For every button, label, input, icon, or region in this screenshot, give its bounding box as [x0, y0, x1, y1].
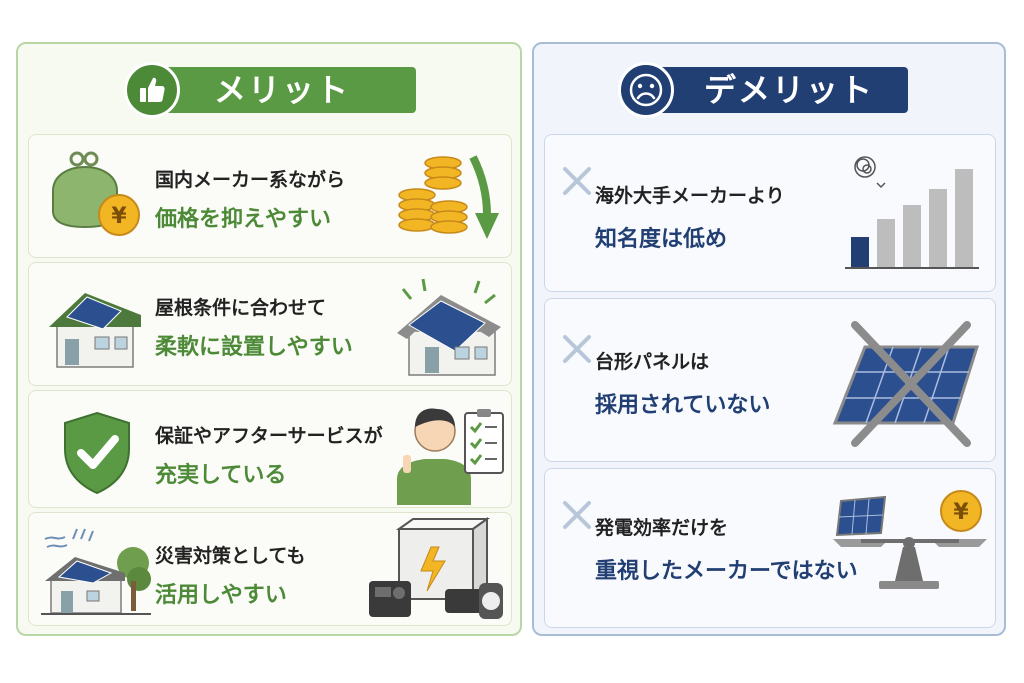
wallet-icon: ¥ [52, 151, 140, 236]
merit-item-line2: 充実している [155, 463, 287, 488]
demerit-header-bar [642, 67, 908, 113]
merit-header: メリット [124, 62, 416, 118]
merit-item-line1: 保証やアフターサービスが [155, 425, 383, 447]
house-storm-tree-icon [41, 528, 151, 615]
demerit-item-trapezoid: 台形パネルは 採用されていない [544, 298, 996, 462]
demerit-item-line1: 海外大手メーカーより [595, 185, 785, 207]
demerit-item-line2: 重視したメーカーではない [595, 559, 858, 584]
demerit-header: デメリット [618, 62, 910, 118]
merit-item-line1: 災害対策としても [155, 545, 306, 567]
bar-chart-low-icon [845, 156, 979, 269]
crossed-out-solar-panel-icon [832, 321, 980, 447]
merit-item-line2: 活用しやすい [155, 583, 287, 608]
thumbs-up-icon [124, 62, 180, 118]
demerit-item-efficiency: 発電効率だけを 重視したメーカーではない ¥ [544, 468, 996, 628]
portable-battery-icon [369, 517, 503, 619]
demerit-item-line2: 知名度は低め [595, 227, 728, 252]
demerit-panel: デメリット 海外大手メーカーより 知名度は低め 台形パネルは 採 [532, 42, 1006, 636]
merit-item-disaster: 災害対策としても 活用しやすい [28, 512, 512, 626]
balance-scale-icon: ¥ [833, 490, 987, 589]
merit-item-warranty: 保証やアフターサービスが 充実している [28, 390, 512, 508]
cross-icon [563, 335, 591, 363]
merit-item-line1: 屋根条件に合わせて [155, 297, 327, 319]
merit-header-bar [148, 67, 416, 113]
sad-face-icon [618, 62, 674, 118]
demerit-item-recognition: 海外大手メーカーより 知名度は低め [544, 134, 996, 292]
house-solar-sparkle-icon [397, 278, 501, 376]
merit-item-line2: 価格を抑えやすい [155, 207, 332, 232]
shield-check-icon [64, 411, 130, 495]
demerit-title: デメリット [704, 71, 875, 109]
cross-icon [563, 167, 591, 195]
merit-item-line1: 国内メーカー系ながら [155, 169, 346, 191]
coins-down-arrow-icon [398, 155, 499, 239]
yen-symbol: ¥ [953, 500, 969, 525]
demerit-item-line1: 台形パネルは [595, 351, 710, 373]
merit-title: メリット [214, 71, 351, 109]
cross-icon [563, 501, 591, 529]
merit-item-flexible: 屋根条件に合わせて 柔軟に設置しやすい [28, 262, 512, 386]
merit-panel: メリット ¥ 国内メーカー系ながら 価格を抑えやすい [16, 42, 522, 636]
support-staff-clipboard-icon [397, 408, 504, 505]
merit-item-line2: 柔軟に設置しやすい [155, 335, 353, 360]
demerit-item-line2: 採用されていない [595, 393, 771, 418]
merit-item-price: ¥ 国内メーカー系ながら 価格を抑えやすい [28, 134, 512, 258]
house-solar-icon [49, 293, 141, 368]
demerit-item-line1: 発電効率だけを [595, 517, 729, 539]
yen-symbol: ¥ [111, 204, 127, 229]
